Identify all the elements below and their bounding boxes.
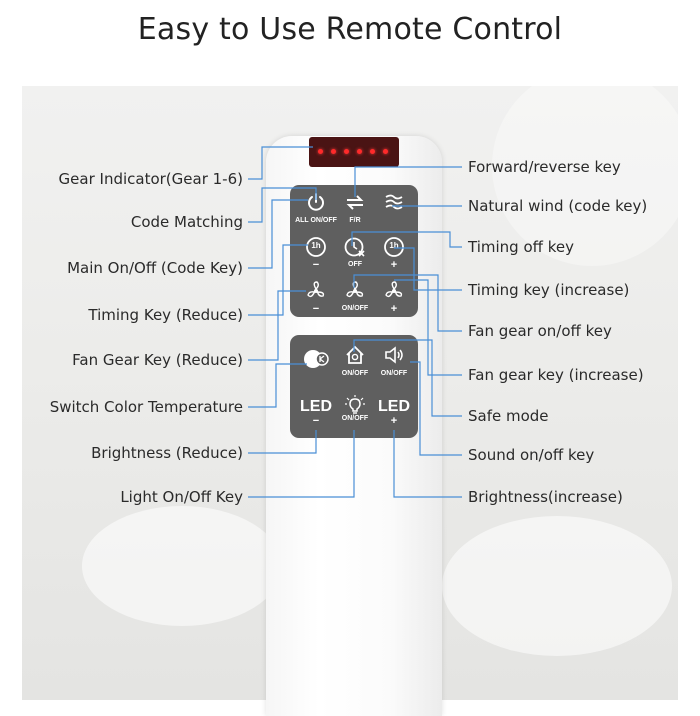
reverse-arrows-icon [346, 195, 364, 210]
timing-increase-button[interactable]: 1h + [374, 236, 414, 276]
brightness-increase-button[interactable]: LED + [374, 398, 414, 438]
light-onoff-button[interactable]: ON/OFF [335, 394, 375, 434]
wind-icon [385, 194, 403, 210]
callout-code-matching: Code Matching [130, 213, 243, 231]
fan-increase-icon [385, 281, 403, 298]
speaker-icon [385, 346, 403, 364]
plus-sign: + [390, 303, 398, 315]
color-temperature-icon [304, 350, 329, 368]
callout-brightness-increase: Brightness(increase) [468, 488, 623, 506]
minus-sign: − [312, 415, 320, 427]
callout-safe-mode: Safe mode [468, 407, 549, 425]
all-onoff-button[interactable]: ALL ON/OFF [295, 192, 337, 232]
callout-brightness-reduce: Brightness (Reduce) [91, 444, 243, 462]
timer-1h-label: 1h [311, 241, 321, 250]
gear-indicator-led [331, 149, 336, 154]
callout-timing-reduce: Timing Key (Reduce) [88, 306, 243, 324]
gear-indicator-led [344, 149, 349, 154]
minus-sign: − [312, 259, 320, 271]
plus-sign: + [390, 259, 398, 271]
callout-forward-reverse: Forward/reverse key [468, 158, 621, 176]
timing-off-button[interactable]: OFF [335, 236, 375, 276]
minus-sign: − [312, 303, 320, 315]
gear-indicator-led [383, 149, 388, 154]
home-safe-icon [346, 345, 364, 364]
callout-fan-gear-onoff: Fan gear on/off key [468, 322, 612, 340]
callout-gear-indicator: Gear Indicator(Gear 1-6) [58, 170, 243, 188]
led-label: LED [378, 398, 410, 415]
fan-gear-reduce-button[interactable]: − [296, 280, 336, 320]
callout-switch-color-temperature: Switch Color Temperature [49, 398, 243, 416]
forward-reverse-button[interactable]: F/R [335, 192, 375, 232]
callout-main-onoff: Main On/Off (Code Key) [67, 259, 243, 277]
led-label: LED [300, 398, 332, 415]
onoff-label: ON/OFF [341, 415, 369, 422]
gear-indicator-led [318, 149, 323, 154]
sound-onoff-button[interactable]: ON/OFF [374, 344, 414, 384]
fr-label: F/R [349, 217, 361, 224]
color-temperature-button[interactable] [296, 346, 336, 386]
fan-reduce-icon [307, 281, 325, 298]
callout-fan-gear-reduce: Fan Gear Key (Reduce) [72, 351, 243, 369]
fan-gear-increase-button[interactable]: + [374, 280, 414, 320]
gear-indicator-led [370, 149, 375, 154]
onoff-label: ON/OFF [380, 370, 408, 377]
safe-mode-button[interactable]: ON/OFF [335, 344, 375, 384]
timer-off-icon [344, 237, 365, 257]
callout-natural-wind: Natural wind (code key) [468, 197, 648, 215]
timer-1h-label: 1h [389, 241, 399, 250]
power-icon [308, 193, 324, 211]
off-label: OFF [348, 261, 362, 268]
fan-onoff-icon [346, 281, 364, 298]
timing-reduce-button[interactable]: 1h − [296, 236, 336, 276]
gear-indicator-led [357, 149, 362, 154]
fan-gear-onoff-button[interactable]: ON/OFF [335, 280, 375, 320]
callout-timing-increase: Timing key (increase) [468, 281, 630, 299]
callout-sound-onoff: Sound on/off key [468, 446, 595, 464]
brightness-reduce-button[interactable]: LED − [296, 398, 336, 438]
plus-sign: + [390, 415, 398, 427]
natural-wind-button[interactable] [374, 192, 414, 232]
callout-fan-gear-increase: Fan gear key (increase) [468, 366, 644, 384]
light-bulb-icon [345, 395, 365, 414]
page-title: Easy to Use Remote Control [137, 12, 563, 47]
callout-timing-off: Timing off key [468, 238, 574, 256]
callout-light-onoff: Light On/Off Key [120, 488, 243, 506]
